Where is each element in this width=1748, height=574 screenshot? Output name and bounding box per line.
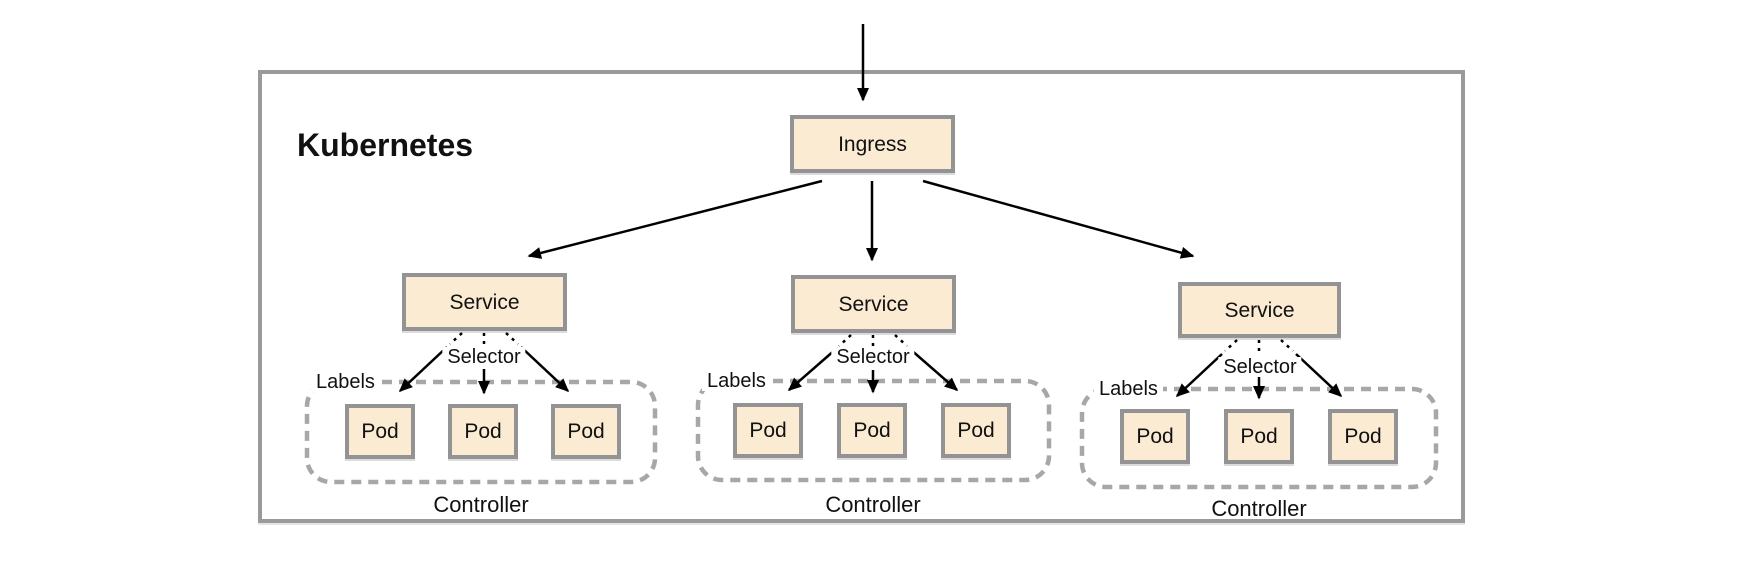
- controller-boundary-box-1: [304, 379, 658, 485]
- pod-node: Pod: [837, 403, 907, 458]
- service-to-pod-arrows-3: [1175, 339, 1343, 400]
- ingress-node-label: Ingress: [838, 132, 907, 156]
- controller-boundary-box-2: [695, 378, 1052, 483]
- service-node-3: Service: [1178, 282, 1341, 338]
- pod-node-label: Pod: [361, 420, 399, 443]
- selector-label-1: Selector: [442, 347, 526, 367]
- labels-label-2: Labels: [702, 371, 771, 391]
- service-to-pod-arrows-1: [398, 332, 570, 395]
- pod-node-label: Pod: [464, 420, 502, 443]
- service-node-label: Service: [449, 290, 520, 314]
- pod-node-label: Pod: [853, 419, 891, 442]
- pod-node: Pod: [1224, 409, 1294, 464]
- kubernetes-cluster-box: [258, 70, 1465, 523]
- controller-label-2: Controller: [825, 492, 921, 517]
- controller-label-1: Controller: [433, 492, 529, 517]
- labels-label-1: Labels: [311, 372, 380, 392]
- service-to-pod-arrows-2: [787, 334, 959, 394]
- ingress-node: Ingress: [790, 115, 955, 173]
- cluster-title: Kubernetes: [297, 127, 474, 163]
- service-node-label: Service: [1224, 298, 1295, 322]
- ingress-to-service-arrows: [527, 179, 1195, 262]
- pod-node: Pod: [1328, 409, 1398, 464]
- pod-node: Pod: [551, 404, 621, 459]
- pod-node-label: Pod: [1344, 425, 1382, 448]
- pod-node-label: Pod: [567, 420, 605, 443]
- pod-node: Pod: [345, 404, 415, 459]
- service-node-label: Service: [838, 292, 909, 316]
- pod-node: Pod: [941, 403, 1011, 458]
- pod-node-label: Pod: [1240, 425, 1278, 448]
- selector-label-2: Selector: [831, 347, 915, 367]
- pod-node: Pod: [1120, 409, 1190, 464]
- service-node-1: Service: [402, 273, 567, 331]
- pod-node: Pod: [448, 404, 518, 459]
- selector-label-3: Selector: [1218, 357, 1302, 377]
- labels-label-3: Labels: [1094, 379, 1163, 399]
- pod-node-label: Pod: [957, 419, 995, 442]
- pod-node-label: Pod: [749, 419, 787, 442]
- controller-label-3: Controller: [1211, 496, 1307, 521]
- pod-node-label: Pod: [1136, 425, 1174, 448]
- pod-node: Pod: [733, 403, 803, 458]
- service-node-2: Service: [791, 275, 956, 333]
